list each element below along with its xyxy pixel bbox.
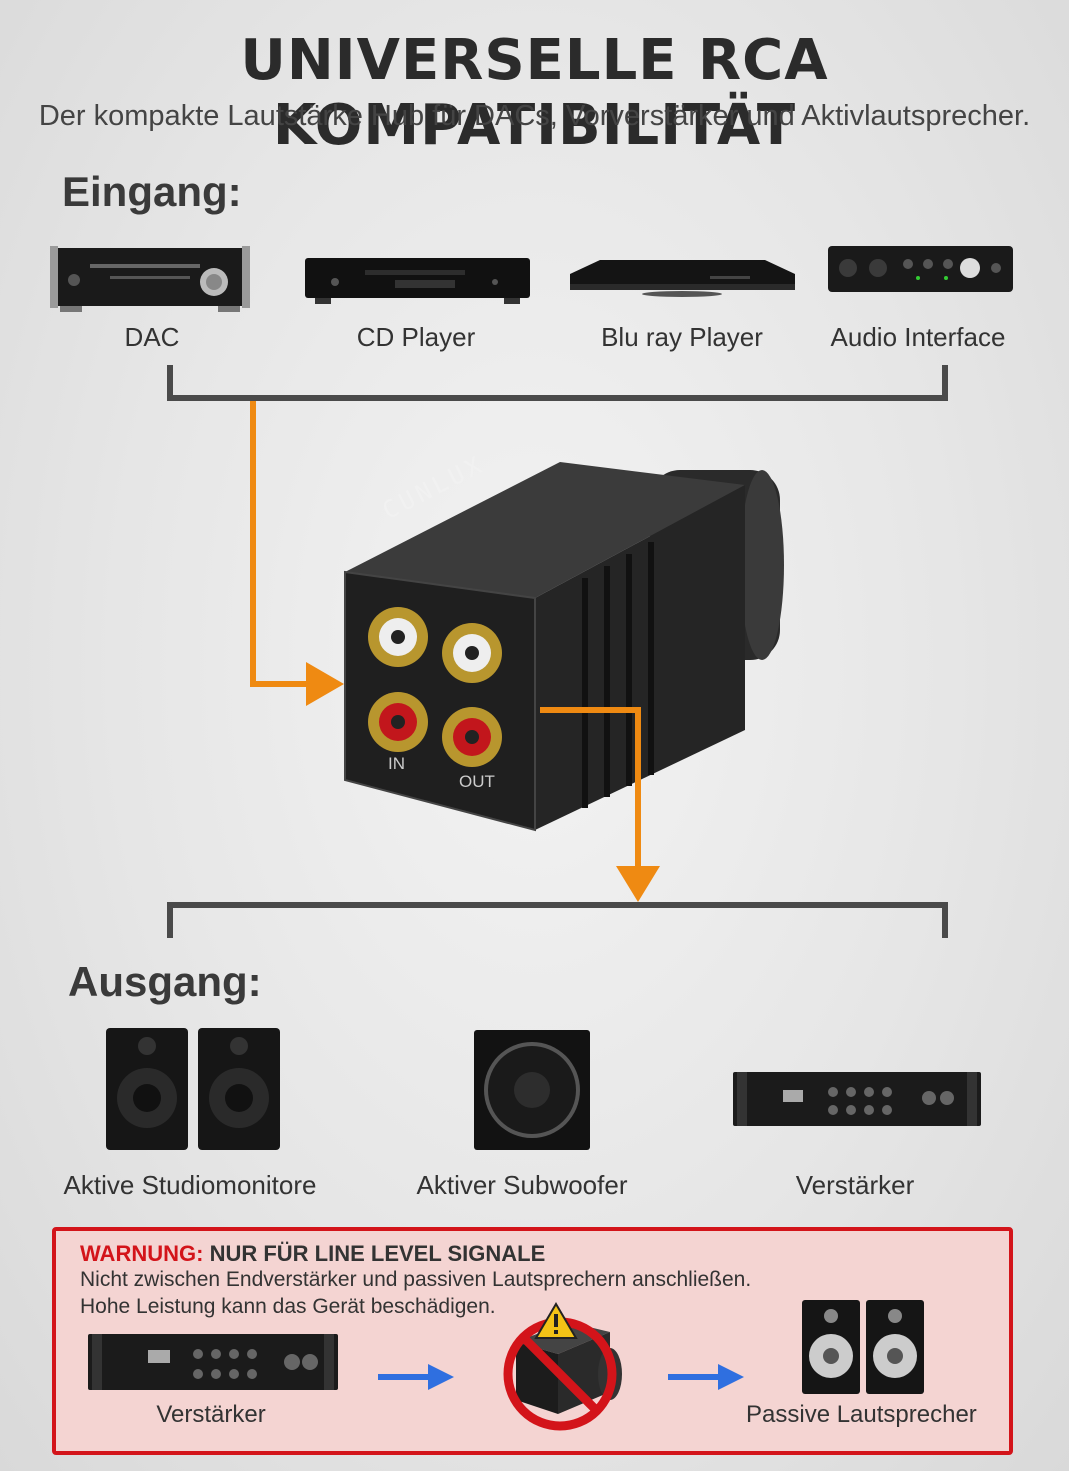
- output-arrow: [540, 707, 641, 870]
- prohibited-device-image: [503, 1302, 622, 1431]
- connection-diagram: [167, 365, 948, 938]
- output-section-label: Ausgang:: [68, 958, 262, 1005]
- input-bracket: [167, 365, 948, 401]
- warning-arrow-2: [668, 1364, 744, 1390]
- volume-controller-device: [344, 462, 784, 832]
- amplifier-image: [733, 1072, 981, 1126]
- studio-monitors-image: [106, 1028, 280, 1150]
- warning-arrow-1: [378, 1364, 454, 1390]
- page-subtitle: Der kompakte Lautstärke Hub für DACs, Vo…: [38, 100, 1031, 132]
- subwoofer-image: [474, 1030, 590, 1150]
- warning-title: NUR FÜR LINE LEVEL SIGNALE: [209, 1241, 546, 1266]
- port-out-label: OUT: [459, 772, 495, 791]
- bluray-player-image: [570, 260, 795, 297]
- output-arrow-head: [616, 866, 660, 902]
- input-device-cd-label: CD Player: [356, 322, 476, 352]
- input-arrow: [250, 401, 310, 687]
- audio-interface-image: [828, 246, 1013, 292]
- warning-amplifier-label: Verstärker: [156, 1401, 266, 1428]
- output-bracket: [167, 902, 948, 938]
- warning-amplifier-image: [88, 1334, 338, 1390]
- output-device-subwoofer-label: Aktiver Subwoofer: [416, 1170, 628, 1200]
- warning-heading: WARNUNG: NUR FÜR LINE LEVEL SIGNALE: [80, 1241, 545, 1267]
- input-device-bluray-label: Blu ray Player: [601, 322, 763, 352]
- warning-line-2: Hohe Leistung kann das Gerät beschädigen…: [80, 1295, 496, 1318]
- input-arrow-head: [306, 662, 344, 706]
- passive-speakers-image: [802, 1300, 924, 1394]
- output-device-amplifier-label: Verstärker: [795, 1170, 915, 1200]
- page-title: UNIVERSELLE RCA KOMPATIBILITÄT: [240, 28, 829, 158]
- dac-image: [50, 246, 250, 312]
- cd-player-image: [305, 258, 530, 304]
- input-device-dac-label: DAC: [124, 322, 180, 352]
- output-device-monitors-label: Aktive Studiomonitore: [63, 1170, 317, 1200]
- warning-passive-speakers-label: Passive Lautsprecher: [746, 1401, 977, 1428]
- warning-line-1: Nicht zwischen Endverstärker und passive…: [80, 1268, 752, 1291]
- port-in-label: IN: [388, 754, 405, 773]
- input-device-interface-label: Audio Interface: [830, 322, 1006, 352]
- warning-prefix: WARNUNG:: [80, 1241, 204, 1266]
- input-section-label: Eingang:: [62, 168, 242, 215]
